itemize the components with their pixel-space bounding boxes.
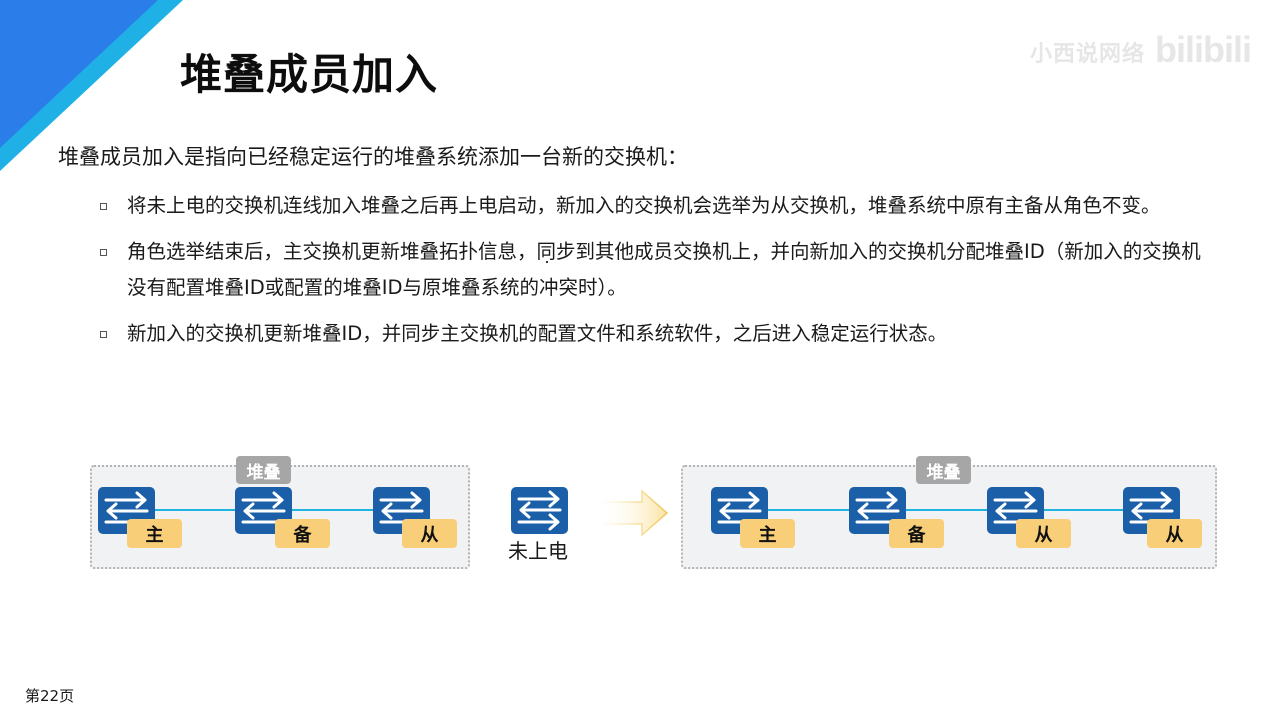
arrow-right-icon (599, 489, 669, 537)
role-badge-slave: 从 (1147, 519, 1202, 548)
role-badge-master: 主 (127, 519, 182, 548)
bullet-item: 角色选举结束后，主交换机更新堆叠拓扑信息，同步到其他成员交换机上，并向新加入的交… (100, 234, 1220, 306)
intro-text: 堆叠成员加入是指向已经稳定运行的堆叠系统添加一台新的交换机： (58, 145, 688, 169)
watermark-channel: 小西说网络 (1030, 42, 1146, 67)
bullet-text: 将未上电的交换机连线加入堆叠之后再上电启动，新加入的交换机会选举为从交换机，堆叠… (127, 194, 1161, 217)
bullet-item: 新加入的交换机更新堆叠ID，并同步主交换机的配置文件和系统软件，之后进入稳定运行… (100, 316, 1220, 352)
watermark: 小西说网络 bilibili (1030, 26, 1252, 70)
slide-title: 堆叠成员加入 (180, 50, 439, 99)
page-number: 第22页 (25, 687, 75, 705)
bullet-list: 将未上电的交换机连线加入堆叠之后再上电启动，新加入的交换机会选举为从交换机，堆叠… (100, 188, 1220, 362)
switch-icon (711, 487, 768, 534)
role-badge-standby: 备 (275, 519, 330, 548)
switch-icon (511, 487, 568, 534)
bilibili-logo: bilibili (1155, 29, 1252, 70)
bullet-item: 将未上电的交换机连线加入堆叠之后再上电启动，新加入的交换机会选举为从交换机，堆叠… (100, 188, 1220, 224)
stack-tag: 堆叠 (236, 456, 291, 484)
bullet-text: 角色选举结束后，主交换机更新堆叠拓扑信息，同步到其他成员交换机上，并向新加入的交… (127, 240, 1201, 299)
square-bullet-icon (100, 249, 107, 256)
stray-dot (546, 261, 548, 263)
role-badge-slave: 从 (402, 519, 457, 548)
bullet-text: 新加入的交换机更新堆叠ID，并同步主交换机的配置文件和系统软件，之后进入稳定运行… (127, 322, 948, 345)
corner-decoration (0, 0, 183, 171)
role-badge-standby: 备 (889, 519, 944, 548)
role-badge-master: 主 (740, 519, 795, 548)
stack-link-line (768, 509, 1128, 511)
stack-tag: 堆叠 (916, 456, 971, 484)
square-bullet-icon (100, 203, 107, 210)
square-bullet-icon (100, 331, 107, 338)
unpowered-label: 未上电 (508, 539, 568, 563)
role-badge-slave: 从 (1016, 519, 1071, 548)
